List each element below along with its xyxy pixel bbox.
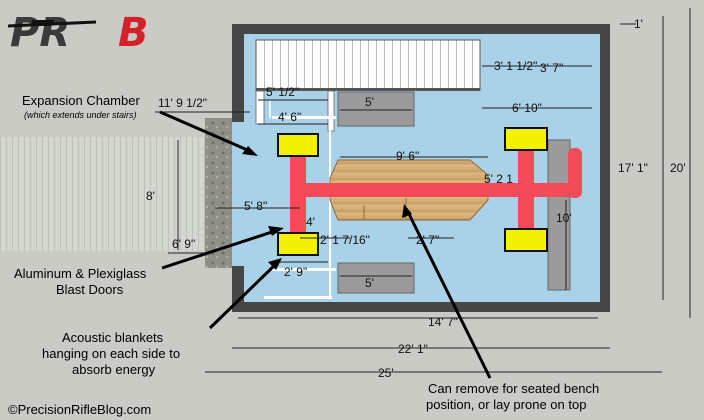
callout-bench-line1: Can remove for seated bench bbox=[428, 381, 599, 396]
dim-2-9: 2' 9" bbox=[284, 265, 307, 279]
callout-expansion: Expansion Chamber bbox=[22, 93, 140, 108]
logo-text-pr: PR bbox=[10, 10, 70, 56]
target-pad-bottom-right bbox=[504, 228, 548, 252]
dim-8: 8' bbox=[146, 189, 155, 203]
bench-arrow bbox=[406, 211, 492, 379]
target-pad-top-left bbox=[277, 133, 319, 157]
dim-11-9: 11' 9 1/2" bbox=[158, 96, 207, 110]
dim-4: 4' bbox=[306, 215, 315, 229]
dim-25: 25' bbox=[378, 366, 394, 380]
target-rail-horizontal bbox=[290, 183, 572, 197]
prb-logo: PR B bbox=[7, 6, 168, 56]
callout-expansion-sub: (which extends under stairs) bbox=[24, 110, 137, 120]
expansion-arrow bbox=[159, 110, 253, 154]
dim-5-half: 5' 1/2" bbox=[266, 85, 299, 99]
dim-17-1: 17' 1" bbox=[618, 161, 648, 175]
copyright-text: ©PrecisionRifleBlog.com bbox=[8, 402, 151, 417]
approach-ramp bbox=[0, 137, 205, 251]
callout-doors-line2: Blast Doors bbox=[56, 282, 124, 297]
dim-1: 1' bbox=[634, 17, 643, 31]
target-pad-bottom-left bbox=[277, 232, 319, 256]
blankets-arrow bbox=[208, 262, 278, 330]
callout-bench-line2: position, or lay prone on top bbox=[426, 397, 586, 412]
dim-10: 10' bbox=[556, 211, 572, 225]
acoustic-panel-right bbox=[547, 139, 571, 291]
logo-text-b: B bbox=[118, 10, 149, 56]
dim-20: 20' bbox=[670, 161, 686, 175]
callout-doors-line1: Aluminum & Plexiglass bbox=[14, 266, 147, 281]
dim-3-1: 3' 1 1/2" bbox=[494, 59, 537, 73]
target-pad-top-right bbox=[504, 127, 548, 151]
stairs bbox=[255, 39, 481, 91]
callout-blankets-line2: hanging on each side to bbox=[42, 346, 180, 361]
dim-2-7: 2' 7" bbox=[416, 233, 439, 247]
dim-22-1: 22' 1" bbox=[398, 342, 428, 356]
callout-blankets-line1: Acoustic blankets bbox=[62, 330, 164, 345]
target-rail-return bbox=[568, 148, 582, 198]
dim-5-bottom: 5' bbox=[365, 276, 374, 290]
dim-5-2: 5' 2 1 bbox=[484, 172, 513, 186]
dim-5-top: 5' bbox=[365, 95, 374, 109]
acoustic-panel-top bbox=[337, 91, 415, 127]
dim-6-9: 6' 9" bbox=[172, 237, 195, 251]
dim-6-10: 6' 10" bbox=[512, 101, 542, 115]
target-rail-vertical-right bbox=[518, 140, 534, 240]
dim-4-6: 4' 6" bbox=[278, 110, 301, 124]
dim-3-7: 3' 7" bbox=[540, 61, 563, 75]
acoustic-panel-bottom bbox=[337, 262, 415, 294]
dim-5-8: 5' 8" bbox=[244, 199, 267, 213]
doors-arrow bbox=[161, 228, 279, 270]
dim-9-6: 9' 6" bbox=[396, 149, 419, 163]
dim-2-1-7: 2' 1 7/16" bbox=[320, 233, 370, 247]
dim-14-7: 14' 7" bbox=[428, 315, 458, 329]
callout-blankets-line3: absorb energy bbox=[72, 362, 156, 377]
